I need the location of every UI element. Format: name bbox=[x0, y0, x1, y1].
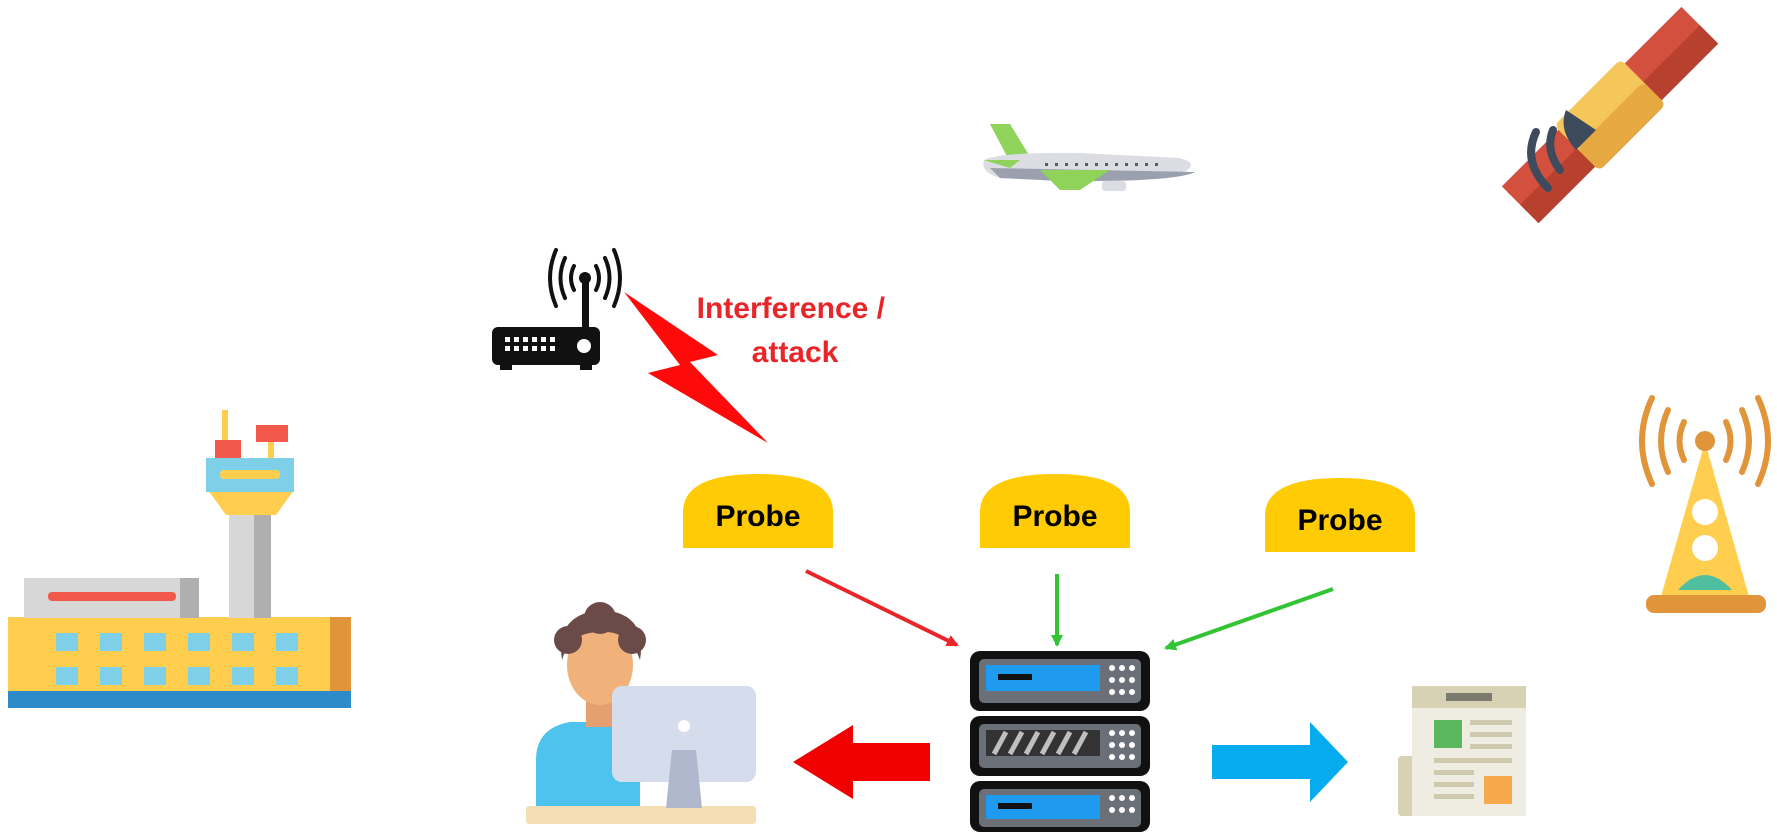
probe-3-link-arrow bbox=[1164, 587, 1334, 651]
probe-2: Probe bbox=[980, 474, 1130, 548]
probe-label: Probe bbox=[715, 500, 800, 533]
svg-text:Interference / attack: Interference / attack bbox=[697, 292, 894, 369]
attack-label-line2: attack bbox=[752, 336, 839, 369]
alert-arrow bbox=[793, 725, 930, 799]
probe-1: Probe bbox=[683, 474, 833, 548]
radio-tower-icon bbox=[1639, 395, 1771, 613]
operator-at-computer-icon bbox=[526, 602, 756, 824]
airplane-icon bbox=[983, 124, 1195, 191]
attack-label-line1: Interference / bbox=[697, 292, 886, 325]
probe-label: Probe bbox=[1297, 504, 1382, 537]
airport-building-icon bbox=[8, 578, 351, 708]
server-rack-icon bbox=[970, 651, 1150, 832]
output-arrow bbox=[1212, 722, 1348, 802]
probe-label: Probe bbox=[1012, 500, 1097, 533]
probe-3: Probe bbox=[1265, 478, 1415, 552]
control-tower-icon bbox=[206, 410, 294, 618]
satellite-icon bbox=[1501, 6, 1719, 224]
lightning-bolt-icon bbox=[624, 292, 768, 443]
wifi-router-icon bbox=[492, 248, 622, 370]
probe-1-link-arrow bbox=[805, 569, 959, 647]
newspaper-report-icon bbox=[1398, 686, 1526, 816]
